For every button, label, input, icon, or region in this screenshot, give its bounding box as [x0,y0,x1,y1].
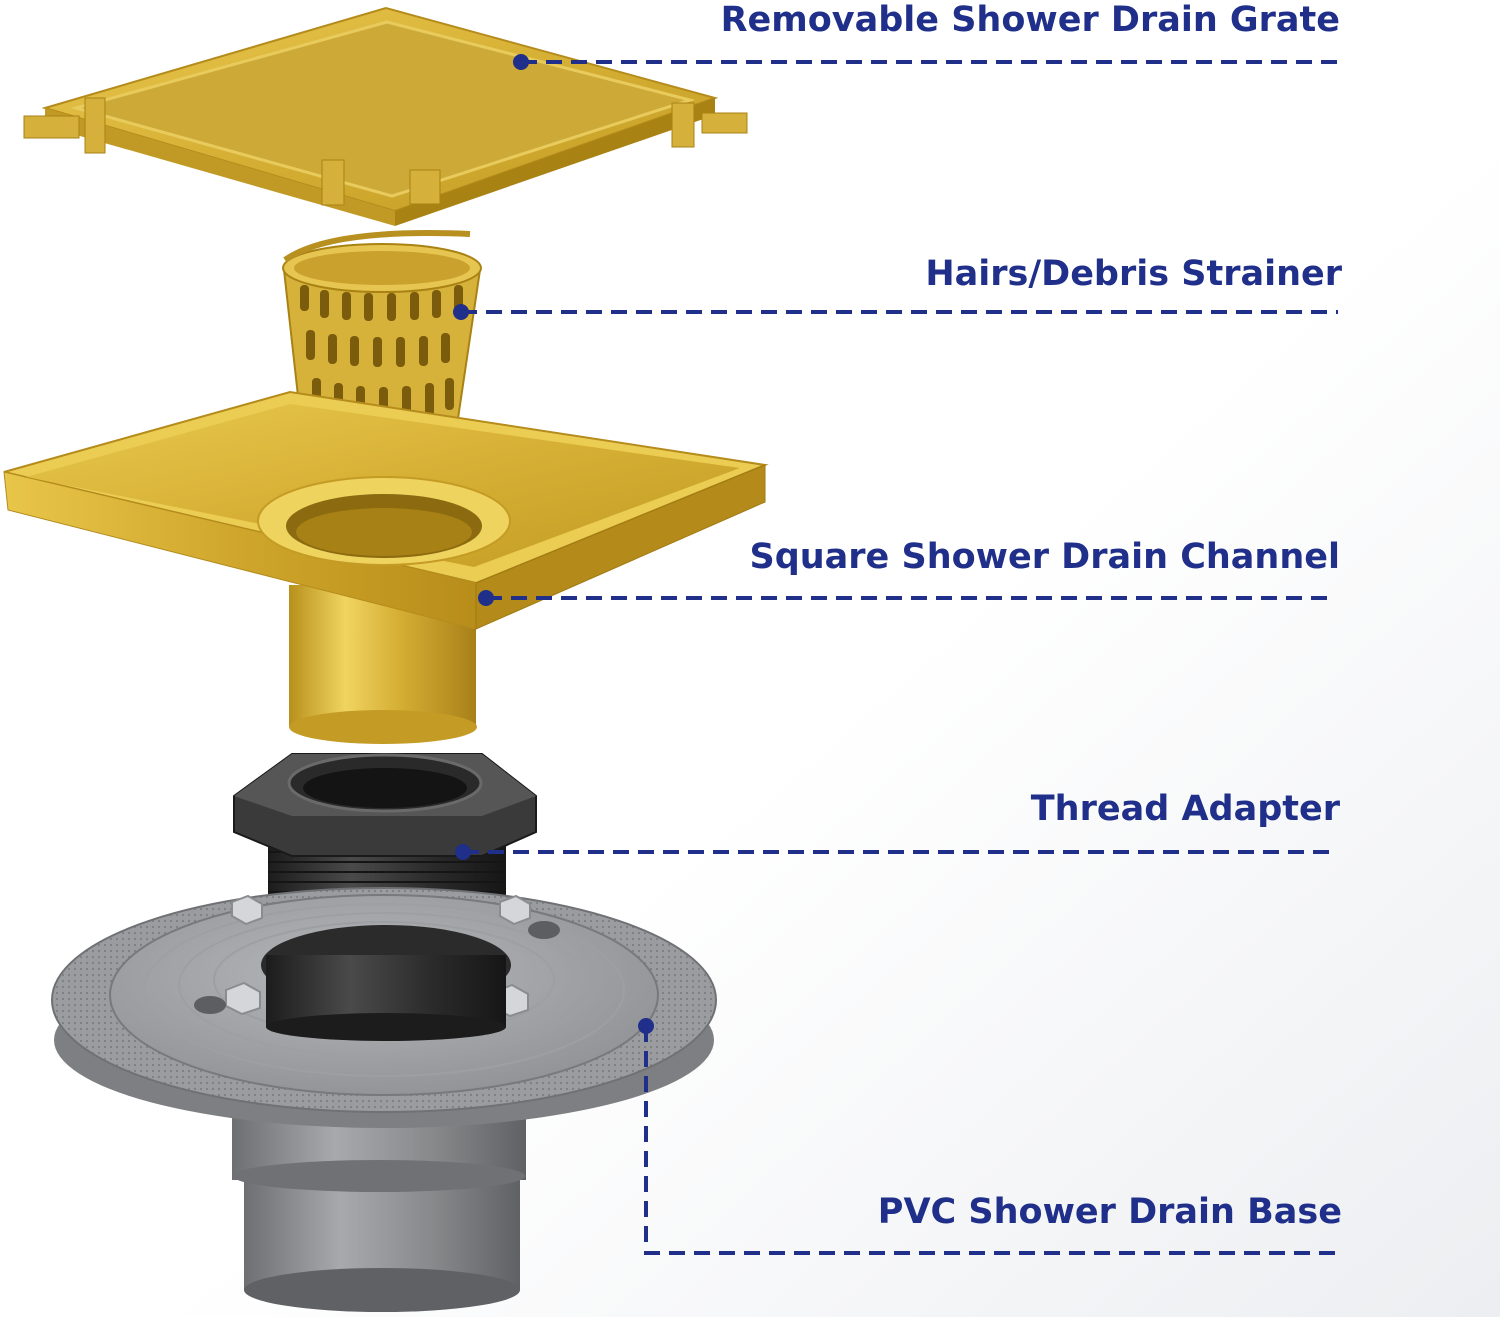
drain-channel [3,390,769,744]
leader-dot-channel [478,590,494,606]
label-debris-strainer: Hairs/Debris Strainer [925,254,1342,294]
pvc-drain-base [51,887,717,1312]
leader-dot-base [638,1018,654,1034]
label-removable-grate: Removable Shower Drain Grate [720,0,1340,40]
label-drain-channel: Square Shower Drain Channel [749,537,1341,577]
leader-lines [461,60,1338,1255]
leader-dots [453,54,654,1034]
leader-dot-strainer [453,304,469,320]
leader-base [644,1026,1338,1255]
drain-grate [23,6,748,226]
leader-dot-grate [513,54,529,70]
label-thread-adapter: Thread Adapter [1030,789,1340,829]
label-pvc-base: PVC Shower Drain Base [877,1192,1342,1232]
leader-dot-adapter [455,844,471,860]
